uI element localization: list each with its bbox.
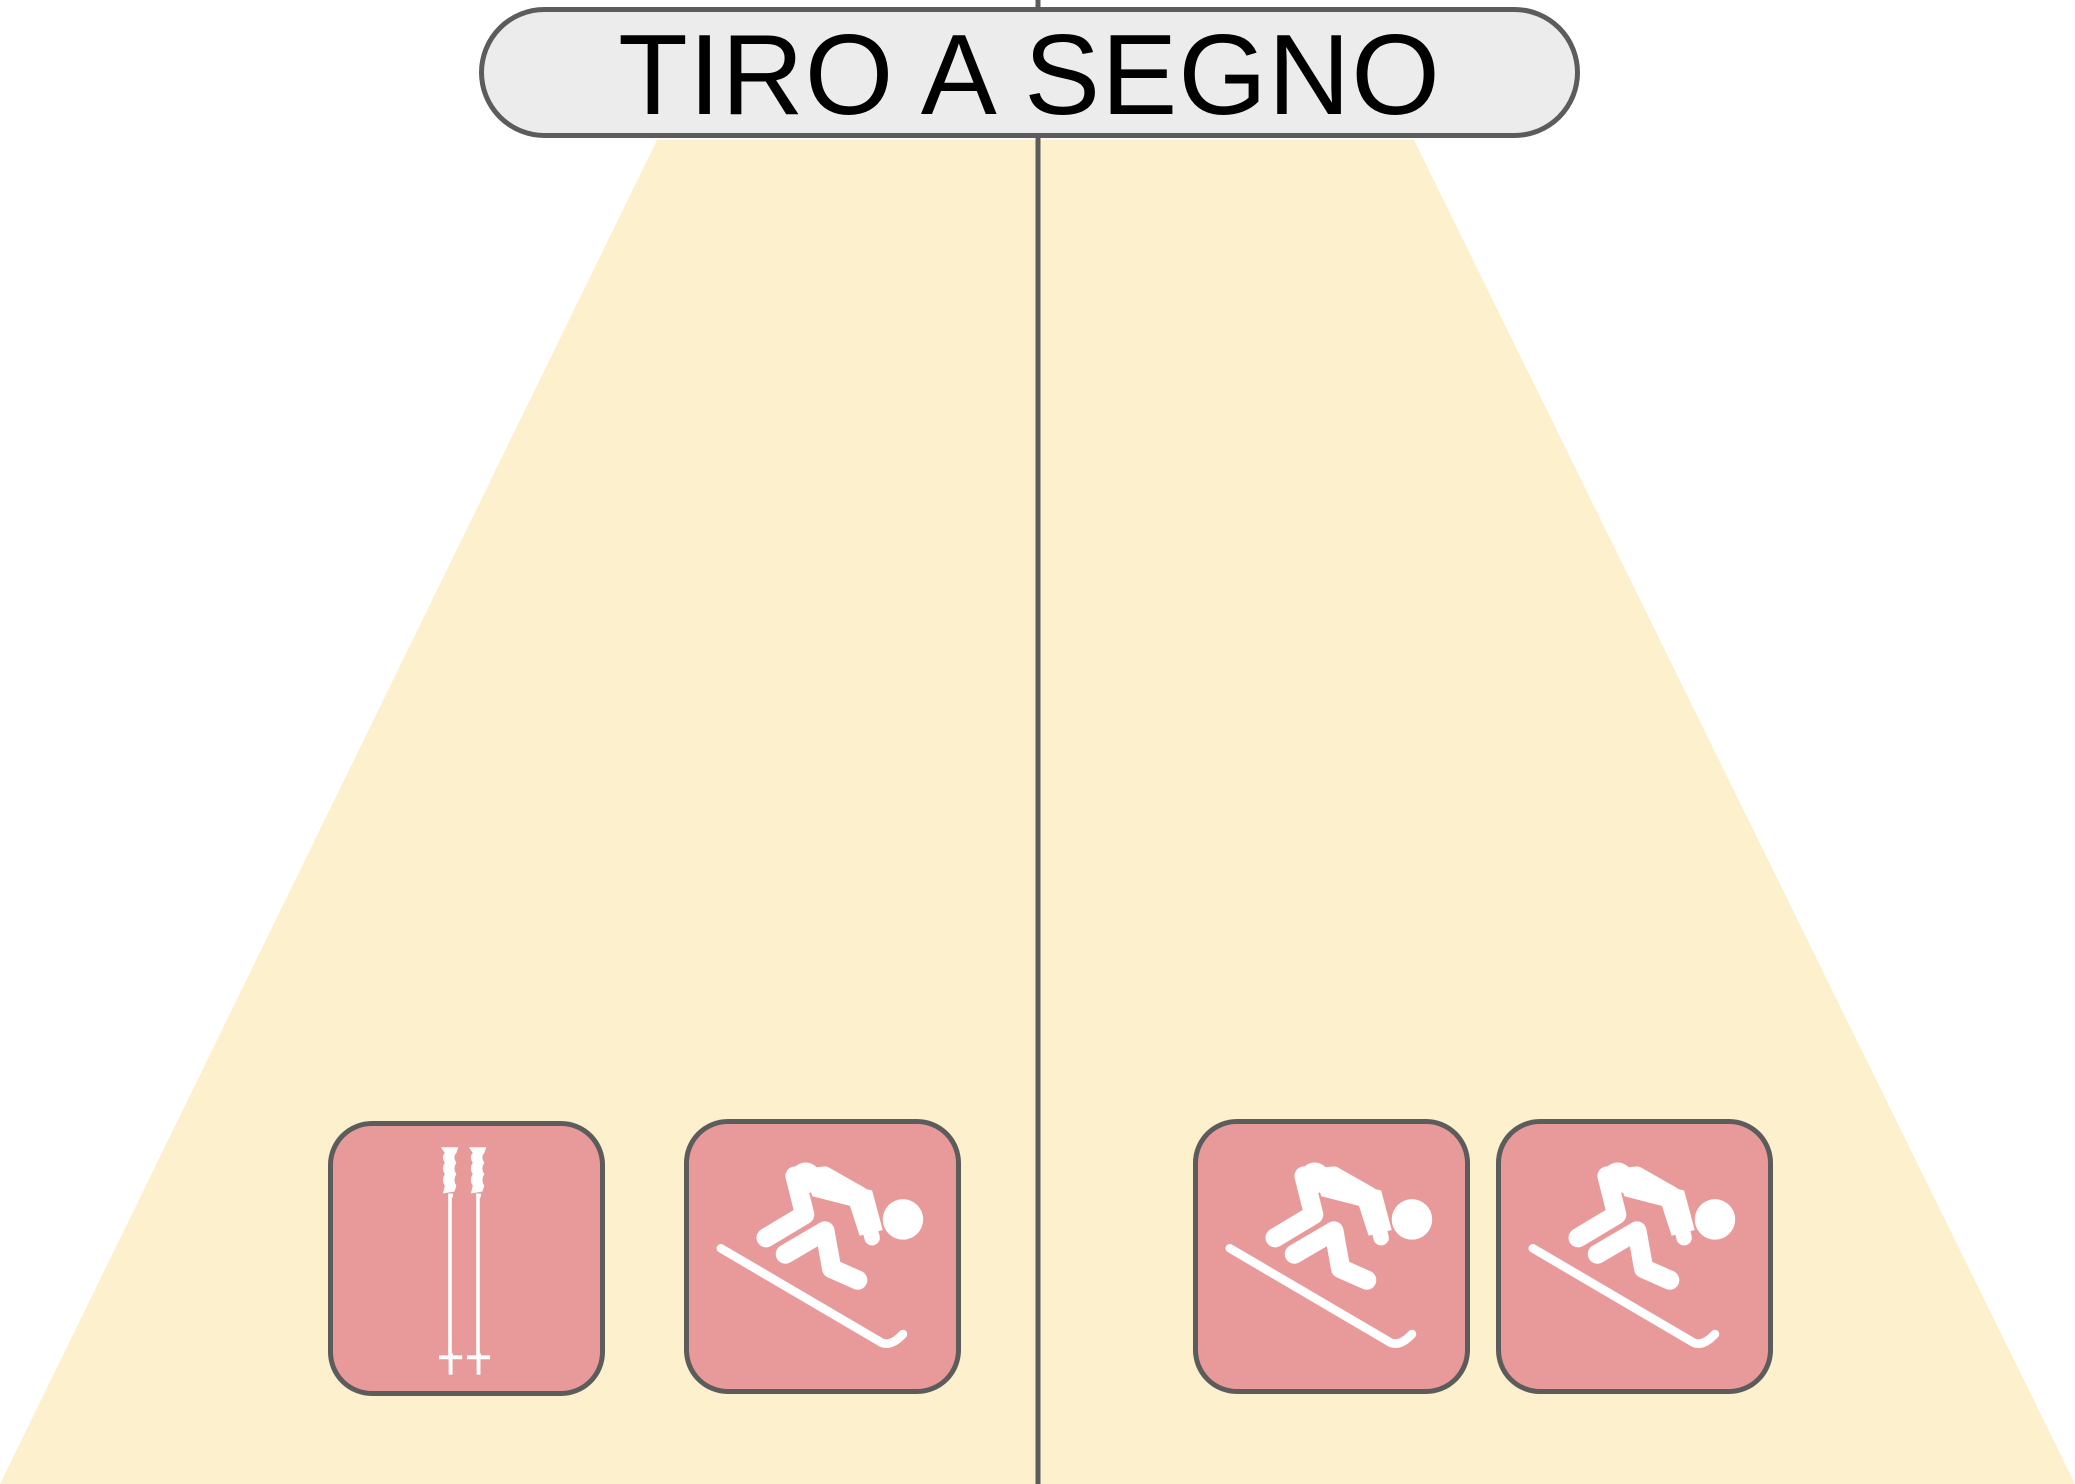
- downhill-skier-icon: [1528, 1162, 1736, 1348]
- ski-poles-icon: [439, 1147, 491, 1375]
- game-title: TIRO A SEGNO: [618, 11, 1441, 139]
- title-banner: TIRO A SEGNO: [479, 7, 1580, 138]
- downhill-skier-icon: [716, 1162, 924, 1348]
- downhill-skier-icon: [1225, 1162, 1433, 1348]
- card-skier-right-1[interactable]: [1193, 1119, 1470, 1394]
- card-skier-right-2[interactable]: [1496, 1119, 1773, 1394]
- card-skier-left[interactable]: [684, 1119, 961, 1394]
- card-ski-poles[interactable]: [328, 1121, 605, 1396]
